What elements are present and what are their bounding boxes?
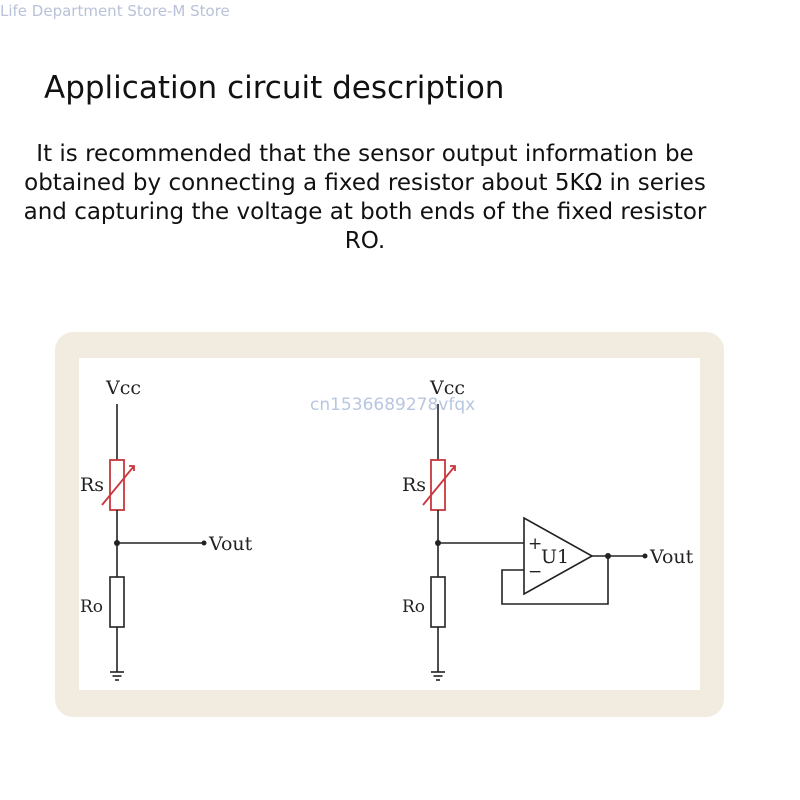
left-rs-arrow — [101, 465, 135, 506]
opamp-u1-label: U1 — [541, 546, 569, 568]
circuit-panel — [55, 332, 724, 717]
left-vout-dot — [201, 540, 207, 546]
page-title: Application circuit description — [44, 70, 505, 106]
left-rs-arrow-head — [129, 465, 135, 471]
left-vout-label: Vout — [208, 533, 253, 555]
right-vcc-label: Vcc — [429, 377, 465, 399]
circuit-left: Vcc Rs Vout Ro — [80, 377, 253, 681]
left-rs-label: Rs — [80, 474, 104, 496]
circuit-panel-inner — [79, 358, 700, 690]
right-vout-dot — [642, 553, 648, 559]
left-rs-resistor — [109, 459, 125, 511]
left-ro-resistor — [109, 576, 125, 628]
left-ro-label: Ro — [80, 597, 103, 617]
right-rs-arrow-head — [450, 465, 456, 471]
circuit-watermark: cn1536689278vfqx — [310, 395, 475, 415]
opamp-feedback-wire — [501, 556, 609, 605]
right-rs-resistor — [430, 459, 446, 511]
right-vout-label: Vout — [649, 546, 694, 568]
right-rs-arrow — [422, 465, 456, 506]
store-watermark: Life Department Store-M Store — [0, 2, 230, 20]
opamp-minus-label: − — [528, 562, 542, 582]
left-ground-icon — [110, 671, 124, 681]
opamp-plus-label: + — [528, 534, 542, 554]
right-ro-resistor — [430, 576, 446, 628]
right-ground-icon — [431, 671, 445, 681]
description-text: It is recommended that the sensor output… — [23, 141, 707, 254]
right-rs-label: Rs — [402, 474, 426, 496]
right-ro-label: Ro — [402, 597, 425, 617]
circuit-right: Vcc Rs + − U1 Vout Ro — [402, 377, 694, 681]
opamp-u1 — [523, 516, 594, 596]
left-vcc-label: Vcc — [105, 377, 141, 399]
